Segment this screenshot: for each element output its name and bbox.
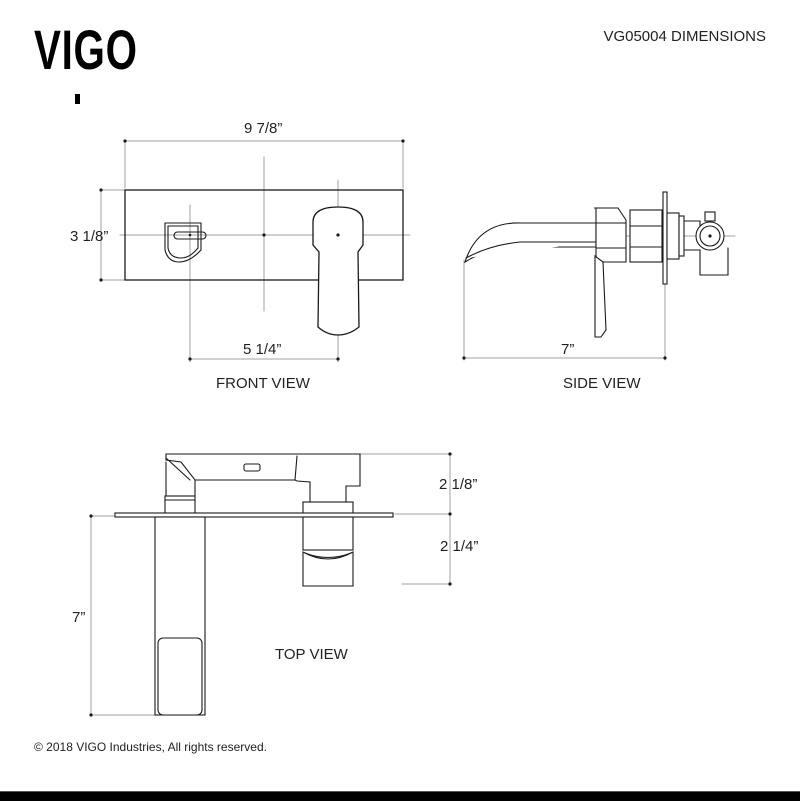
logo-accent-mark — [75, 94, 80, 104]
dim-rough-in-depth: 2 1/8” — [439, 476, 478, 493]
dim-spout-reach: 7” — [561, 341, 575, 358]
top-view-label: TOP VIEW — [275, 646, 348, 663]
page-title: VG05004 DIMENSIONS — [603, 28, 766, 45]
dim-overall-width: 9 7/8” — [244, 120, 283, 137]
side-view-label: SIDE VIEW — [563, 375, 641, 392]
front-view-label: FRONT VIEW — [216, 375, 310, 392]
dim-plate-height: 3 1/8” — [70, 228, 109, 245]
front-view-drawing — [99, 139, 411, 363]
dim-handle-spout-spacing: 5 1/4” — [243, 341, 282, 358]
copyright-notice: © 2018 VIGO Industries, All rights reser… — [34, 740, 267, 754]
top-view-drawing — [89, 452, 452, 717]
side-view-drawing — [462, 191, 736, 361]
dim-spout-length: 7” — [72, 609, 86, 626]
dim-handle-projection: 2 1/4” — [440, 538, 479, 555]
vigo-logo: VIGO — [34, 18, 138, 81]
bottom-bar — [0, 791, 800, 801]
